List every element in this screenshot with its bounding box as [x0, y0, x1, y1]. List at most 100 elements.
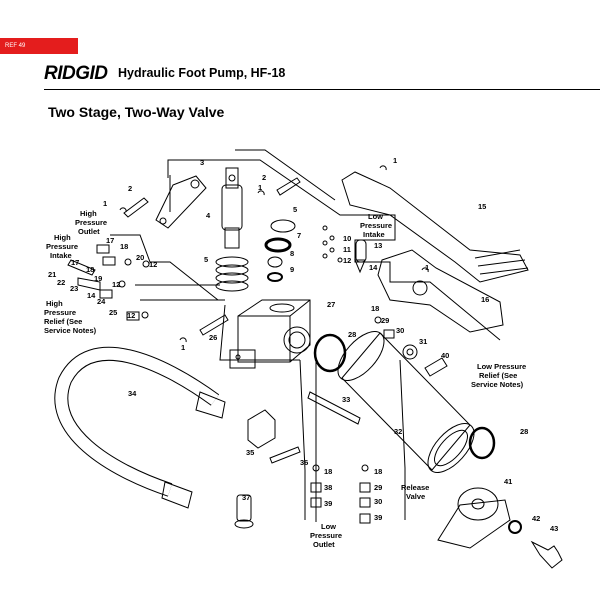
part-7-oring	[264, 237, 292, 253]
svg-text:High: High	[54, 233, 71, 242]
reference-tab: REF 49	[0, 38, 78, 54]
svg-text:Pressure: Pressure	[310, 531, 342, 540]
callout-30a: 30	[396, 326, 404, 335]
document-title: Hydraulic Foot Pump, HF-18	[118, 66, 286, 80]
callout-17b: 17	[71, 258, 79, 267]
part-9-ring	[267, 272, 283, 282]
brand-logo: RIDGID	[44, 63, 108, 84]
label-high-pressure-outlet: High Pressure Outlet	[75, 209, 107, 236]
callout-5b: 5	[204, 255, 208, 264]
svg-text:Outlet: Outlet	[78, 227, 100, 236]
callout-39b: 39	[374, 513, 382, 522]
callout-3: 3	[200, 158, 204, 167]
callout-10: 10	[343, 234, 351, 243]
svg-text:Pressure: Pressure	[75, 218, 107, 227]
callout-numbers: 3 1 2 2 1 1 5 15 4 7 10 11 13 8 12 5 9 1…	[48, 156, 558, 533]
callout-33: 33	[342, 395, 350, 404]
callout-28a: 28	[348, 330, 356, 339]
label-high-pressure-intake: High Pressure Intake	[46, 233, 78, 260]
callout-36: 36	[300, 458, 308, 467]
callout-14b: 14	[87, 291, 96, 300]
callout-29a: 29	[381, 316, 389, 325]
callout-5a: 5	[293, 205, 297, 214]
callout-12a: 12	[343, 256, 351, 265]
callout-23: 23	[70, 284, 78, 293]
callout-2a: 2	[128, 184, 132, 193]
callout-15: 15	[478, 202, 486, 211]
callout-2b: 2	[262, 173, 266, 182]
part-27-pump-body	[229, 299, 311, 369]
callout-30b: 30	[374, 497, 382, 506]
callout-18b: 18	[86, 265, 94, 274]
label-release-valve: Release Valve	[401, 483, 429, 501]
header-rule	[44, 89, 600, 90]
part-4-piston	[221, 167, 243, 249]
callout-12c: 12	[112, 280, 120, 289]
callout-41: 41	[504, 477, 512, 486]
svg-text:Service Notes): Service Notes)	[471, 380, 524, 389]
part-14-plug	[354, 259, 366, 274]
callout-28b: 28	[520, 427, 528, 436]
part-16-base	[377, 249, 504, 333]
callout-20: 20	[136, 253, 144, 262]
callout-19: 19	[94, 274, 102, 283]
small-balls-cluster	[322, 225, 343, 263]
callout-26: 26	[209, 333, 217, 342]
callout-1a: 1	[393, 156, 397, 165]
svg-text:Pressure: Pressure	[44, 308, 76, 317]
callout-35: 35	[246, 448, 254, 457]
svg-text:Valve: Valve	[406, 492, 425, 501]
part-35-coupler	[247, 409, 276, 449]
part-30-fitting	[383, 329, 395, 339]
callout-21: 21	[48, 270, 56, 279]
callout-42: 42	[532, 514, 540, 523]
callout-32: 32	[394, 427, 402, 436]
svg-text:Outlet: Outlet	[313, 540, 335, 549]
callout-18c: 18	[371, 304, 379, 313]
part-33-rod	[307, 391, 361, 425]
callout-29b: 29	[374, 483, 382, 492]
part-41-wheel	[437, 487, 511, 549]
callout-24: 24	[97, 297, 106, 306]
part-3-link	[155, 175, 207, 229]
part-42-oring	[508, 520, 522, 534]
part-2-pin-right	[276, 177, 301, 196]
svg-text:Relief (See: Relief (See	[479, 371, 517, 380]
callout-11: 11	[343, 245, 351, 254]
low-pressure-outlet-fittings	[310, 464, 322, 508]
part-28-oring-left	[313, 333, 347, 373]
part-5-ring	[270, 219, 296, 233]
part-13-check-valve	[355, 239, 367, 263]
label-low-pressure-intake: Low Pressure Intake	[360, 212, 392, 239]
callout-22: 22	[57, 278, 65, 287]
part-5-spring	[215, 256, 249, 292]
callout-1d: 1	[425, 263, 429, 272]
part-26-pin	[199, 314, 229, 336]
svg-text:Relief (See: Relief (See	[44, 317, 82, 326]
svg-text:Intake: Intake	[363, 230, 385, 239]
section-title: Two Stage, Two-Way Valve	[48, 104, 225, 120]
svg-text:Low: Low	[368, 212, 383, 221]
part-36-pin	[269, 446, 301, 464]
callout-27: 27	[327, 300, 335, 309]
release-valve-fittings	[359, 464, 371, 524]
svg-text:Service Notes): Service Notes)	[44, 326, 97, 335]
callout-14a: 14	[369, 263, 378, 272]
callout-18d: 18	[324, 467, 332, 476]
part-43-knob	[530, 540, 563, 569]
label-low-pressure-outlet: Low Pressure Outlet	[310, 522, 342, 549]
left-fittings-cluster	[67, 244, 150, 321]
callout-18a: 18	[120, 242, 128, 251]
callout-40: 40	[441, 351, 449, 360]
part-31-nut	[402, 344, 418, 360]
callout-1c: 1	[258, 183, 262, 192]
callout-13: 13	[374, 241, 382, 250]
callout-39a: 39	[324, 499, 332, 508]
callout-4: 4	[206, 211, 211, 220]
callout-9: 9	[290, 265, 294, 274]
callout-38: 38	[324, 483, 332, 492]
svg-text:Low Pressure: Low Pressure	[477, 362, 526, 371]
part-32-reservoir	[337, 331, 475, 473]
callout-12b: 12	[149, 260, 157, 269]
